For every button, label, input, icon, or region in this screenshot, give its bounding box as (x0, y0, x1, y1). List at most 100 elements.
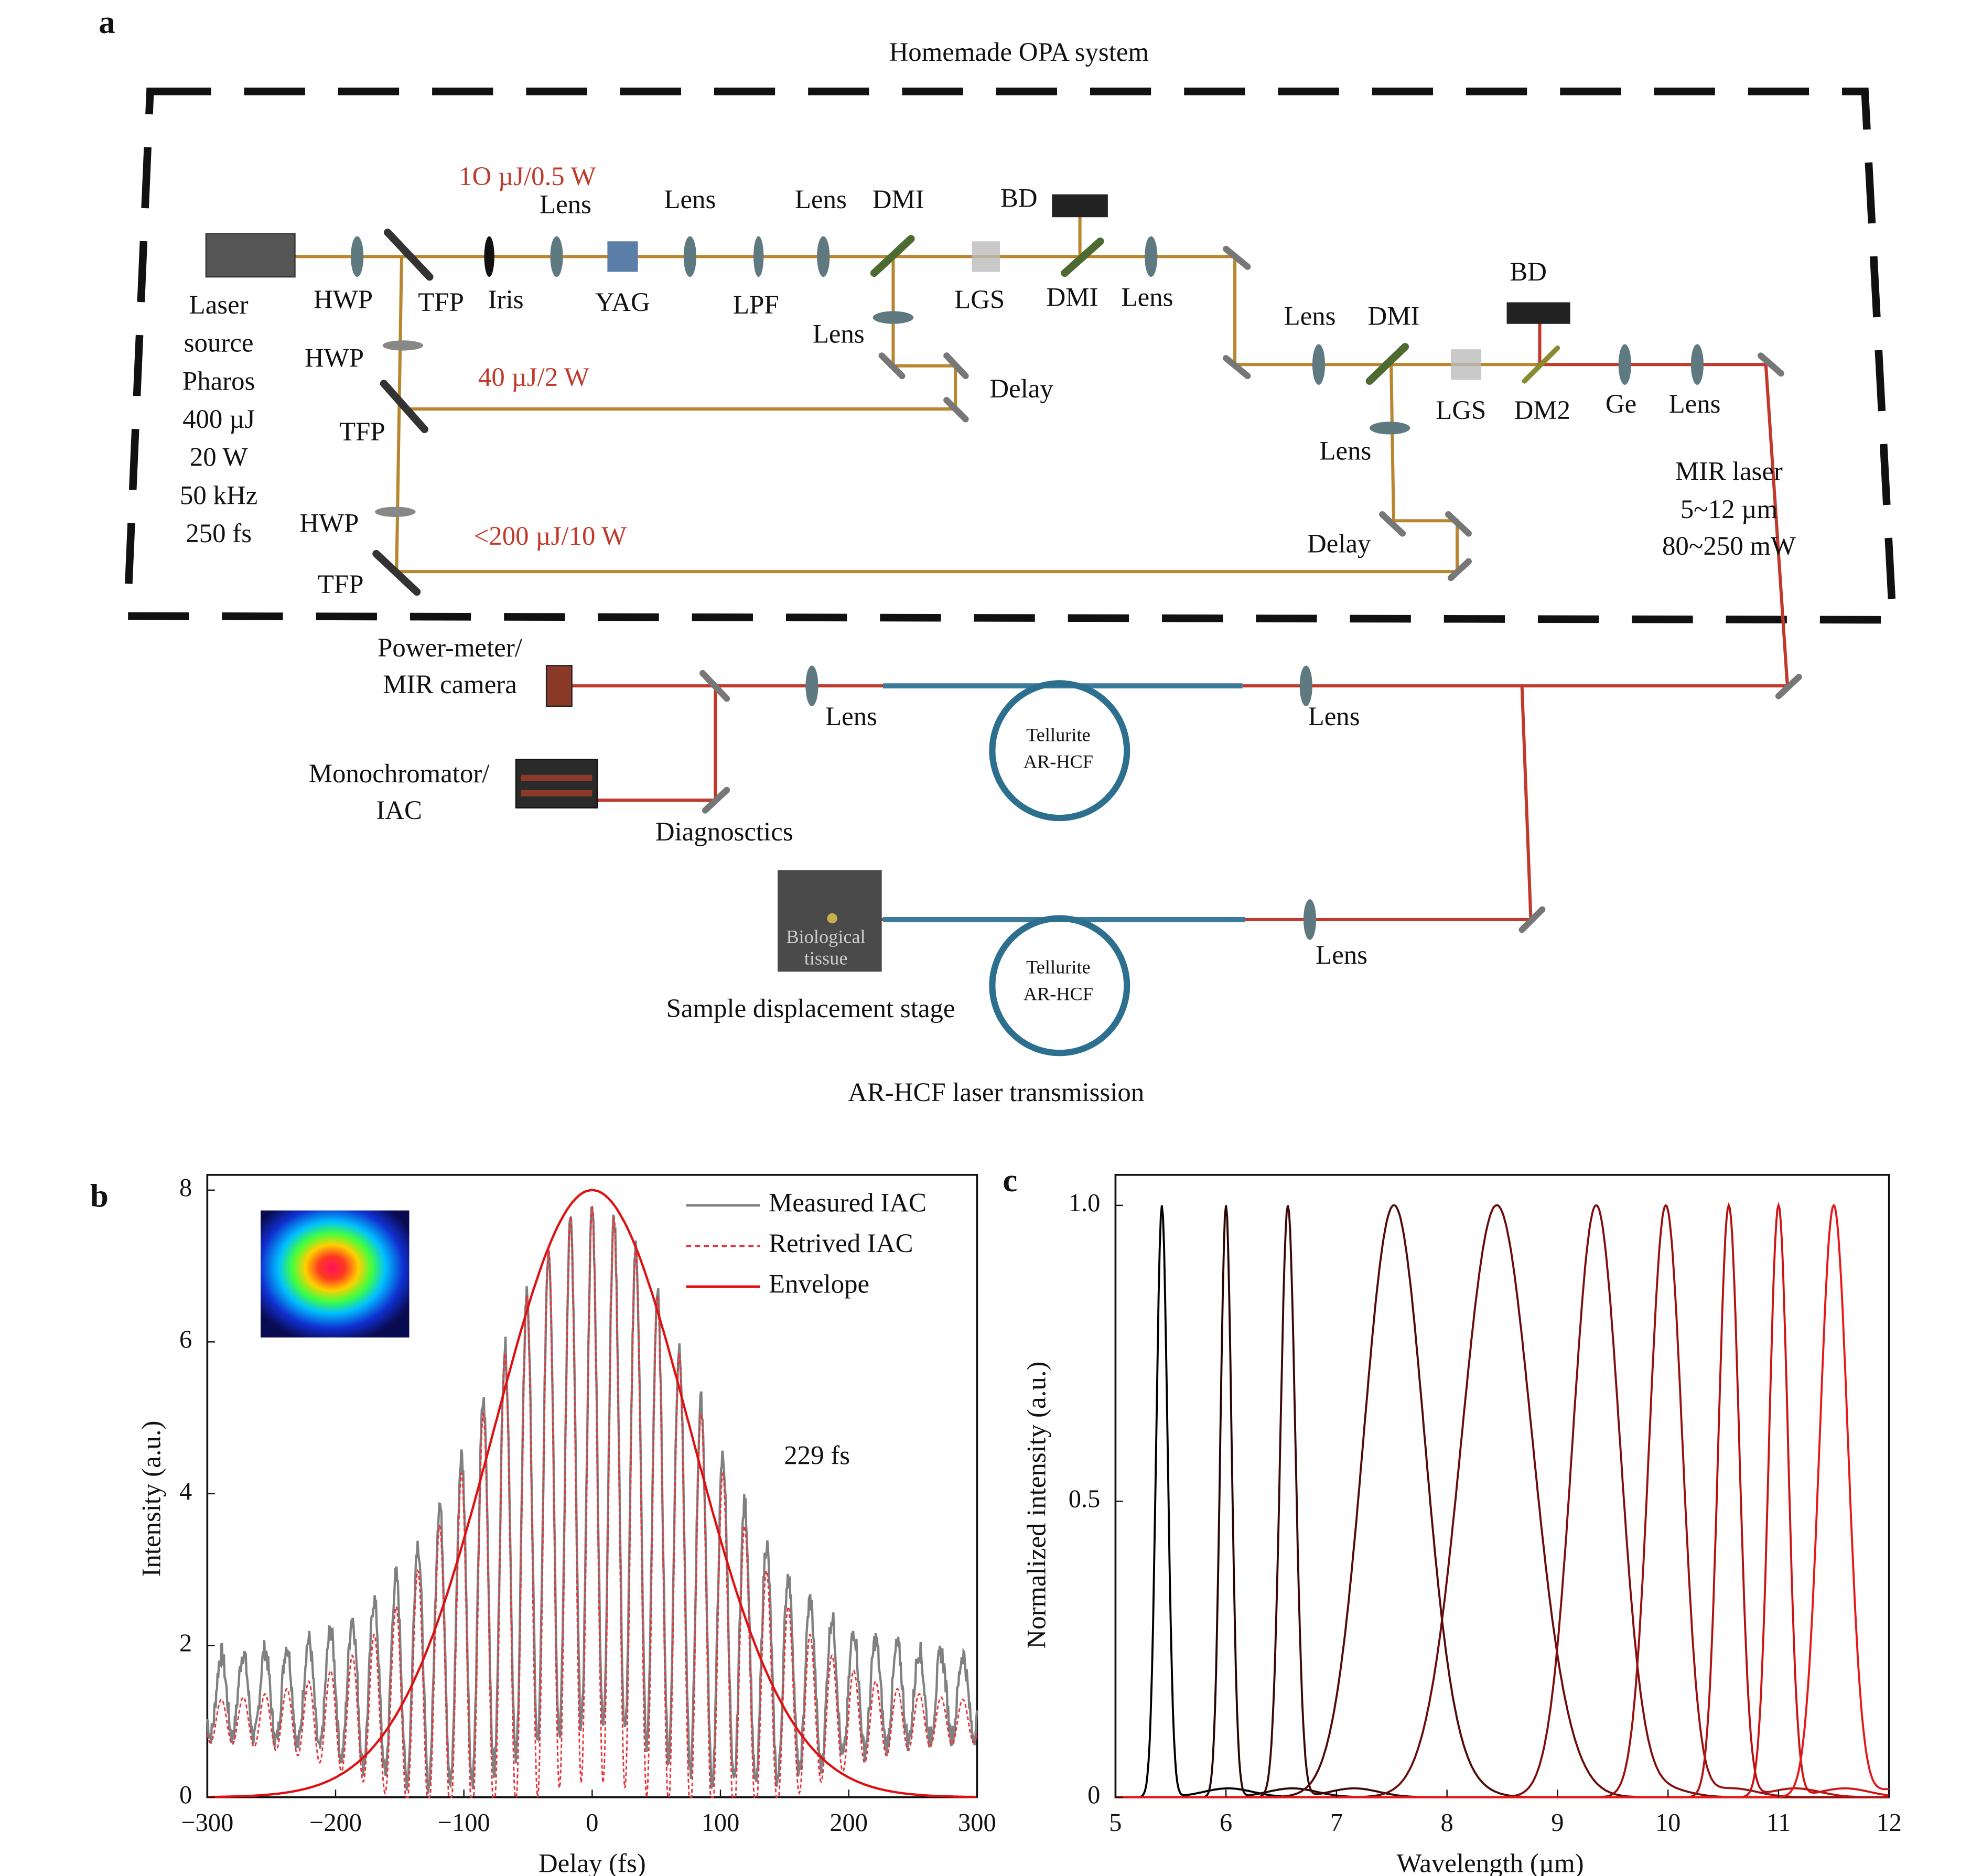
legend-measured: Measured IAC (769, 1189, 927, 1218)
label: DM2 (1514, 396, 1570, 425)
label: DMI (1367, 302, 1419, 331)
label: Lens (540, 190, 591, 220)
y-axis-label-b: Intensity (a.u.) (137, 1421, 166, 1577)
label: Lens (795, 185, 847, 214)
x-tick-label: 8 (1441, 1809, 1453, 1837)
spectrum-series-8 (1115, 1202, 1889, 1798)
label: Monochromator/ (309, 759, 490, 789)
label: DMI (1047, 283, 1098, 312)
x-tick-label: −100 (438, 1809, 490, 1837)
label: Lens (664, 185, 716, 214)
label: Tellurite (1026, 957, 1091, 978)
label: MIR laser (1675, 457, 1783, 486)
label: 1O µJ/0.5 W (459, 162, 596, 191)
spectrum-series-9 (1115, 1203, 1889, 1798)
label: TFP (418, 288, 464, 317)
y-tick-label: 8 (179, 1174, 192, 1202)
label: Sample displacement stage (666, 994, 955, 1023)
plot-area-b (206, 1189, 978, 1798)
label: Lens (813, 320, 865, 349)
label: 400 µJ (182, 405, 255, 434)
label: Delay (1307, 529, 1371, 558)
panel-label-b: b (90, 1177, 109, 1214)
label: HWP (305, 344, 364, 373)
diagram-labels: 1O µJ/0.5 W Lens Lens Lens DMI BD Laser … (180, 162, 1796, 1107)
opa-system-title: Homemade OPA system (889, 38, 1149, 67)
label: 80~250 mW (1662, 532, 1796, 561)
label: Delay (989, 374, 1053, 404)
label: Tellurite (1026, 724, 1091, 745)
label: 20 W (190, 443, 248, 472)
x-tick-label: 6 (1220, 1809, 1232, 1837)
x-tick-label: 11 (1766, 1809, 1791, 1837)
label: Power-meter/ (378, 633, 523, 663)
panel-label-c: c (1003, 1162, 1017, 1199)
label: Lens (1308, 702, 1360, 731)
y-tick-label: 2 (179, 1629, 192, 1657)
opa-dashed-box (123, 88, 1897, 624)
label: AR-HCF (1024, 984, 1093, 1005)
beam-dump-2 (1506, 302, 1570, 324)
label: Iris (488, 285, 524, 315)
x-tick-label: 300 (958, 1809, 996, 1837)
label: <200 µJ/10 W (474, 522, 627, 551)
label: BD (1510, 257, 1547, 287)
x-tick-label: 0 (586, 1809, 598, 1837)
x-axis-label-b: Delay (fs) (538, 1849, 646, 1876)
label: Ge (1606, 390, 1636, 419)
label: 40 µJ/2 W (478, 363, 589, 392)
label: Lens (1319, 436, 1371, 466)
power-meter (545, 665, 573, 707)
label: YAG (595, 288, 650, 317)
legend-retrived: Retrived IAC (769, 1229, 913, 1258)
x-tick-label: 10 (1655, 1809, 1681, 1837)
label: Lens (825, 702, 877, 731)
laser-source-box (205, 233, 296, 278)
plot-area-c (1115, 1202, 1889, 1798)
y-tick-label: 0 (1087, 1781, 1100, 1809)
series-retrived-iac (206, 1205, 978, 1798)
label: TFP (318, 570, 364, 599)
x-tick-label: 12 (1876, 1809, 1901, 1837)
label: TFP (339, 417, 385, 447)
fiber-coil-1 (989, 680, 1130, 822)
x-tick-label: 100 (702, 1809, 740, 1837)
beam-dump-1 (1052, 194, 1108, 218)
label: DMI (872, 185, 924, 214)
label: Lens (1284, 302, 1336, 331)
label: Laser (189, 290, 249, 320)
label: Lens (1669, 390, 1721, 419)
legend-envelope: Envelope (769, 1270, 869, 1299)
y-axis-label-c: Normalized intensity (a.u.) (1022, 1362, 1052, 1649)
y-tick-label: 4 (179, 1478, 192, 1505)
label: Diagnosctics (655, 817, 793, 847)
legend-b: Measured IAC Retrived IAC Envelope (686, 1189, 927, 1299)
label: LPF (733, 290, 779, 320)
series-envelope (207, 1189, 977, 1798)
label: BD (1000, 184, 1038, 213)
label: AR-HCF (1024, 751, 1093, 772)
label: Biological (786, 926, 865, 947)
y-tick-label: 0.5 (1069, 1485, 1101, 1513)
label: 5~12 µm (1681, 495, 1778, 524)
label: LGS (1436, 396, 1486, 425)
label: 250 fs (186, 519, 252, 548)
x-tick-label: 200 (830, 1809, 868, 1837)
label: HWP (314, 285, 373, 315)
label: tissue (804, 948, 848, 969)
label: Lens (1316, 941, 1367, 970)
label: HWP (299, 509, 359, 538)
beam-profile-inset (261, 1210, 410, 1338)
y-tick-label: 0 (179, 1781, 192, 1809)
label: IAC (376, 796, 422, 825)
y-tick-label: 1.0 (1069, 1189, 1101, 1217)
monochromator (515, 759, 598, 808)
x-tick-label: 7 (1330, 1809, 1343, 1837)
panel-a-diagram: a Homemade OPA system (99, 4, 1897, 1107)
label: source (184, 329, 254, 358)
x-tick-label: −200 (309, 1809, 362, 1837)
